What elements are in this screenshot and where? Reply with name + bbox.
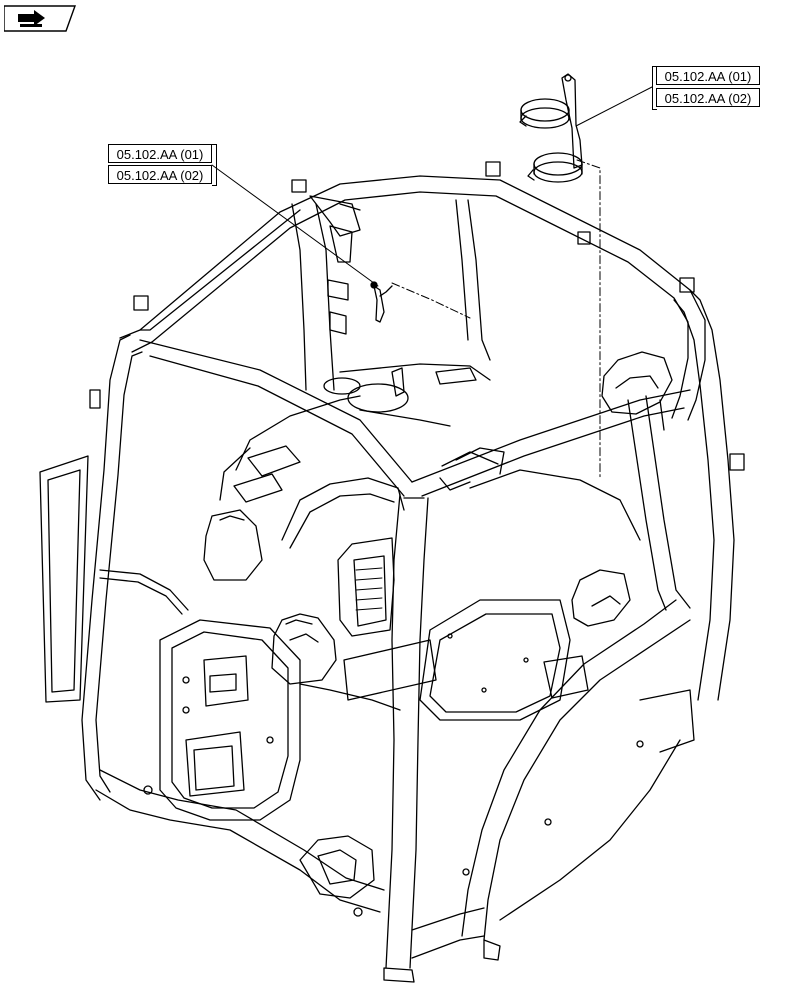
page-forward-icon[interactable]: [4, 5, 76, 32]
front-door-frame: [383, 493, 429, 983]
wiring-connector-part: [370, 281, 393, 323]
callout-label[interactable]: 05.102.AA (02): [656, 88, 760, 107]
roof-frame: [81, 161, 745, 801]
steering-column-cover: [337, 537, 395, 637]
callout-label[interactable]: 05.102.AA (01): [656, 66, 760, 85]
mirror-bracket-part: [519, 73, 583, 183]
callout-label[interactable]: 05.102.AA (01): [108, 144, 212, 163]
right-door-pillar: [461, 599, 691, 961]
rear-window-panel: [39, 455, 89, 703]
left-door-frame: [159, 619, 301, 821]
roof-cross-beams: [139, 339, 691, 497]
callout-bracket: [652, 66, 657, 110]
callout-bracket: [212, 144, 217, 186]
lower-frame-sill: [95, 689, 695, 959]
dashboard: [219, 363, 505, 549]
floor-platform: [343, 469, 641, 721]
center-pillar: [291, 195, 361, 391]
hose-line: [99, 569, 401, 711]
control-levers: [203, 509, 337, 685]
rear-pillars: [455, 199, 691, 611]
seat-part: [571, 351, 673, 627]
leader-lines: [211, 86, 653, 479]
callout-label[interactable]: 05.102.AA (02): [108, 165, 212, 184]
